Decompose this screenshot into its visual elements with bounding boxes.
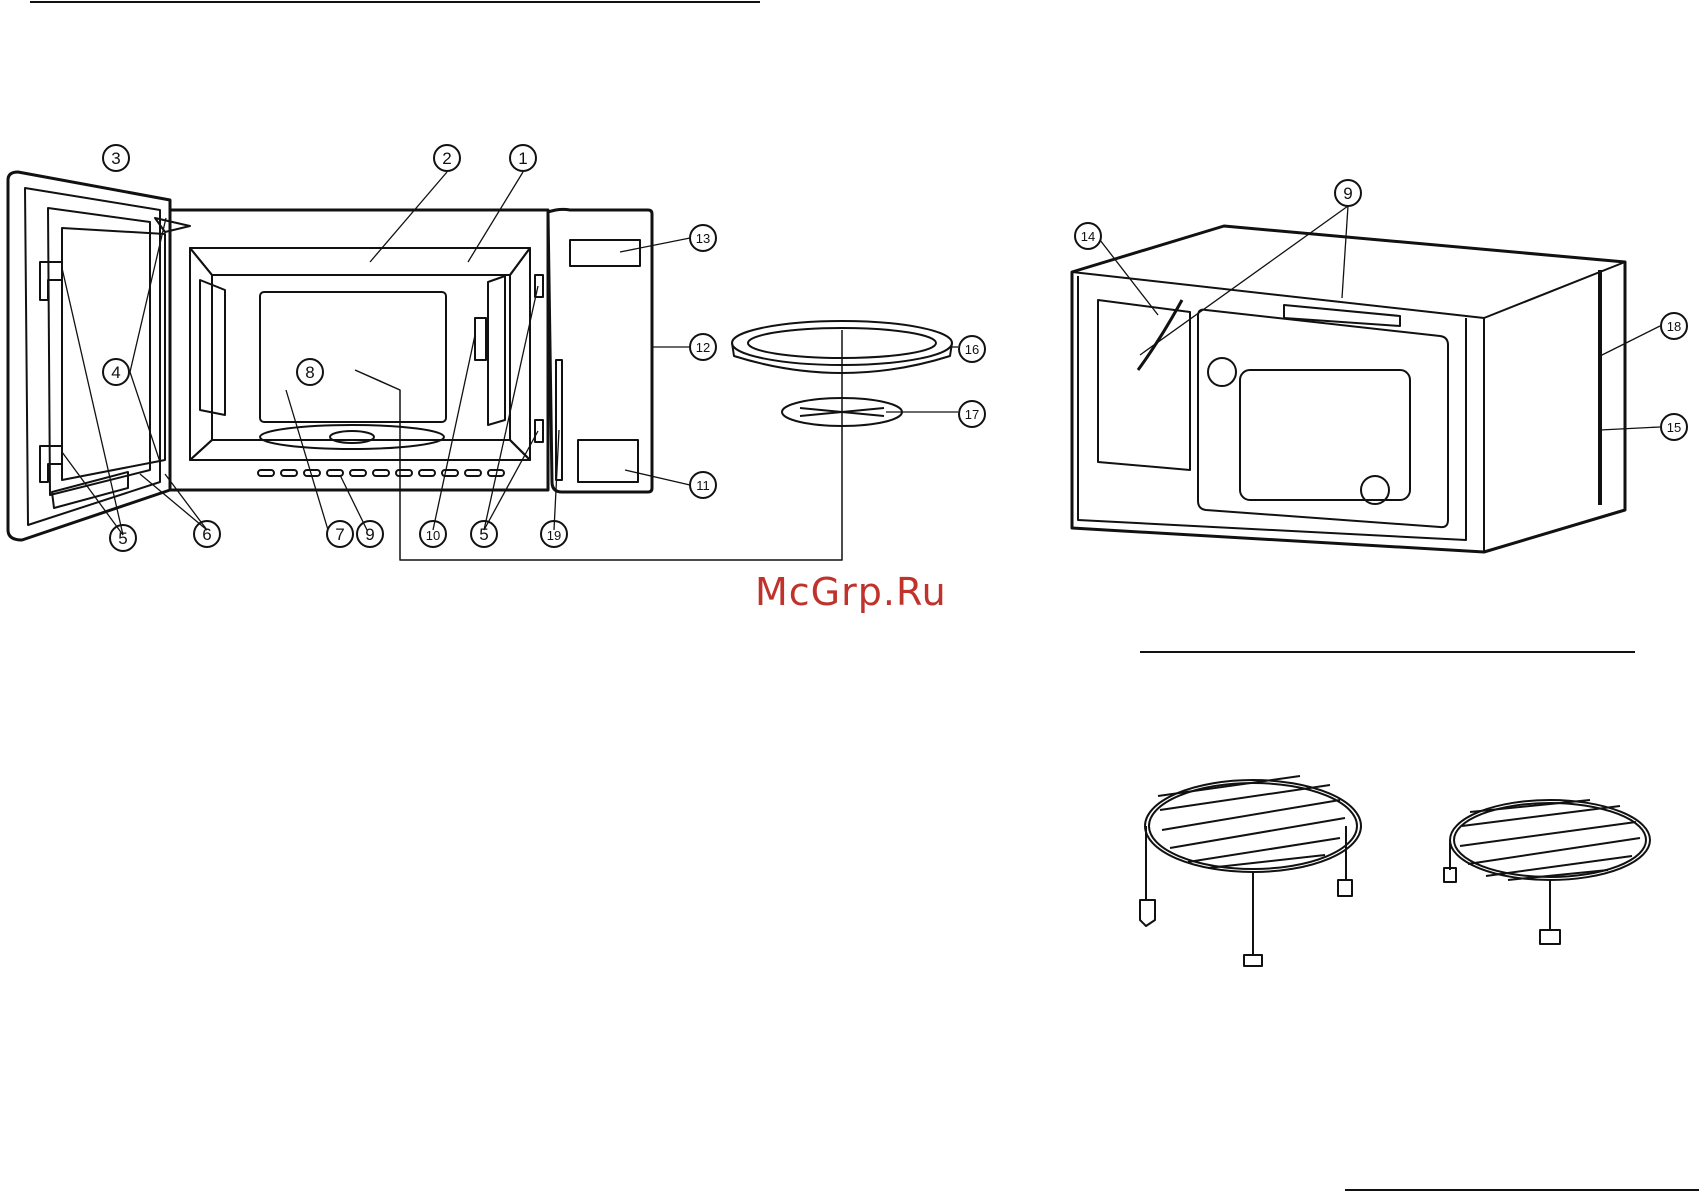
callout-13: 13 [696,231,710,246]
cooking-rack-low [1444,800,1650,944]
callout-9b: 9 [1343,184,1352,203]
leader-lines [62,172,1660,535]
callout-7: 7 [335,525,344,544]
door-latch-upper [40,262,62,300]
callout-19: 19 [547,528,561,543]
callout-11: 11 [696,478,710,493]
callout-4: 4 [111,363,120,382]
open-door [8,172,190,540]
oven-body-front [170,209,652,492]
callout-17: 17 [965,407,979,422]
callout-6: 6 [202,525,211,544]
callout-12: 12 [696,340,710,355]
callout-1: 1 [518,149,527,168]
callout-2: 2 [442,149,451,168]
front-vent-slots [258,470,504,476]
callout-5a: 5 [118,529,127,548]
callout-3: 3 [111,149,120,168]
door-latch-lower [40,446,62,482]
callout-10: 10 [426,528,440,543]
watermark: McGrp.Ru [755,570,947,614]
callout-14: 14 [1081,229,1095,244]
oven-body-rear [1072,226,1625,552]
callout-8: 8 [305,363,314,382]
callout-9a: 9 [365,525,374,544]
cooking-rack-high [1140,776,1361,966]
callout-15: 15 [1667,420,1681,435]
callout-18: 18 [1667,319,1681,334]
callout-5b: 5 [479,525,488,544]
callout-16: 16 [965,342,979,357]
